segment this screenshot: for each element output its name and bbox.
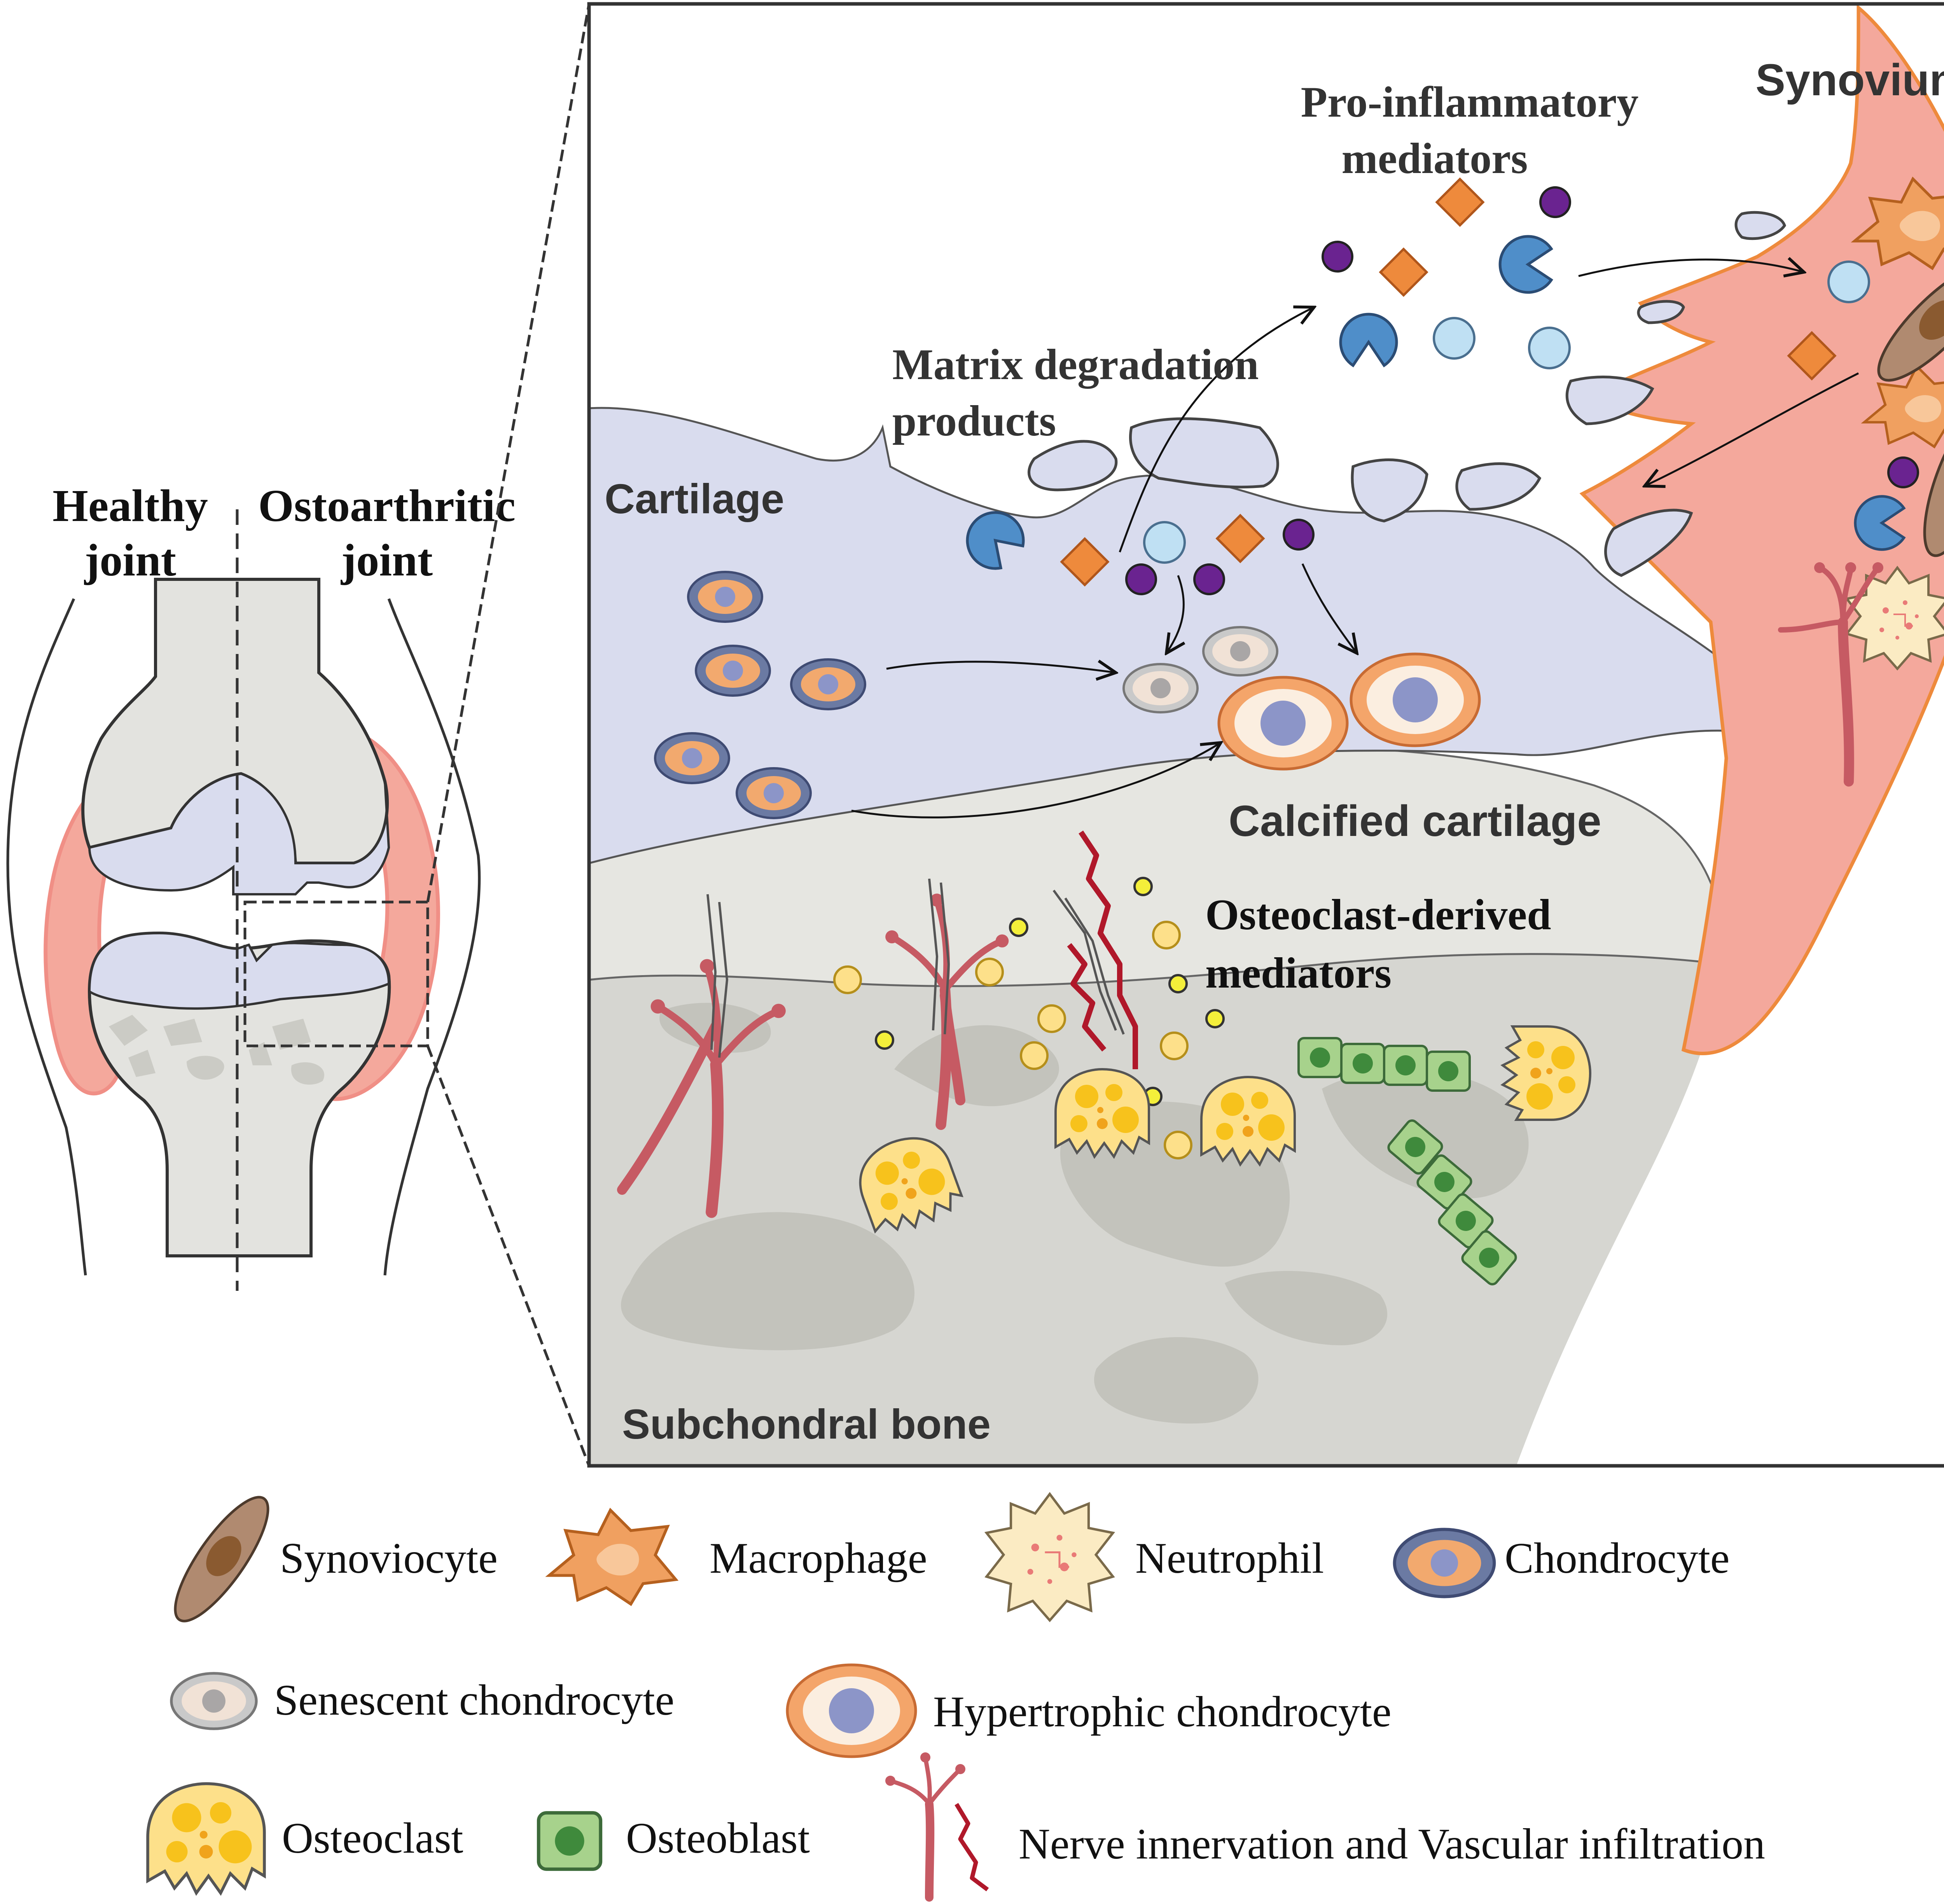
legend-nerve-label: Nerve innervation and Vascular infiltrat…: [1019, 1820, 1765, 1868]
mediator-lightblue-2: [1529, 328, 1570, 368]
bone-vessel-1-trunk: [617, 1021, 720, 1195]
healthy-label-line2: joint: [84, 535, 176, 586]
legend-chondrocyte-icon: [1395, 1530, 1495, 1597]
legend-neutrophil-label: Neutrophil: [1135, 1534, 1324, 1582]
oc-mediator-4: [1021, 1042, 1047, 1069]
synovium-lightblue-mediator: [1829, 262, 1869, 302]
legend-neutrophil-icon: [984, 1492, 1115, 1623]
oc-mediator-5: [1153, 922, 1180, 948]
osteoclast-derived-label-line1: Osteoclast-derived: [1205, 891, 1551, 939]
oc-mediator-6: [1161, 1033, 1187, 1059]
legend-senescent-icon: [171, 1673, 257, 1729]
matrix-degradation-label-line1: Matrix degradation: [892, 341, 1259, 389]
legend-macrophage-label: Macrophage: [710, 1534, 927, 1582]
synovium-vessel: [1778, 562, 1883, 787]
oc-mediator-small-5: [1206, 1010, 1224, 1027]
legend-chondrocyte-label: Chondrocyte: [1505, 1534, 1730, 1582]
senescent-chondrocyte-2: [1203, 627, 1277, 675]
legend-hypertrophic-label: Hypertrophic chondrocyte: [933, 1688, 1392, 1736]
legend-macrophage-icon: [549, 1510, 676, 1604]
pro-inflammatory-label-line2: mediators: [1341, 135, 1528, 183]
matrix-degradation-label-line2: products: [892, 397, 1056, 445]
cartilage-label: Cartilage: [605, 475, 784, 522]
oc-mediator-1: [834, 967, 861, 993]
legend-hypertrophic-icon: [787, 1665, 916, 1757]
chondrocyte-1: [688, 572, 762, 622]
synovium-purple-mediator: [1888, 458, 1918, 487]
subchondral-bone-label: Subchondral bone: [622, 1400, 991, 1448]
chondrocyte-3: [791, 659, 865, 709]
femoral-cartilage: [88, 772, 390, 895]
chondrocyte-5: [737, 768, 811, 818]
oc-mediator-small-4: [1170, 975, 1187, 992]
legend: Synoviocyte Macrophage Neutrophil Chondr…: [148, 1486, 1765, 1902]
zoom-connector-top: [426, 3, 591, 902]
bone-texture: [109, 1015, 324, 1085]
osteoblast-4: [1427, 1052, 1470, 1091]
osteoblast-1: [1299, 1038, 1341, 1077]
zoom-panel: Synovium Pro-inflammatory mediators Matr…: [587, 2, 1944, 1468]
pro-inflammatory-label-line1: Pro-inflammatory: [1301, 78, 1639, 126]
bone-scratches: [706, 878, 1125, 1058]
legend-synoviocyte-label: Synoviocyte: [280, 1534, 498, 1582]
legend-osteoblast-icon: [538, 1813, 601, 1869]
legend-senescent-label: Senescent chondrocyte: [274, 1676, 674, 1724]
calcified-cartilage-label: Calcified cartilage: [1229, 797, 1601, 845]
matrix-fragments: [1028, 211, 1786, 577]
mediator-purple-1: [1540, 187, 1570, 217]
legend-nerve-vessel-icon: [885, 1752, 989, 1902]
oc-mediator-3: [1038, 1005, 1065, 1032]
legend-synoviocyte-icon: [161, 1486, 283, 1633]
cartilage-region: [589, 407, 1790, 864]
mediator-purple-3: [1126, 565, 1156, 594]
mediator-lightblue-3: [1144, 522, 1185, 563]
hypertrophic-chondrocyte-1: [1219, 677, 1347, 769]
mediator-purple-5: [1284, 520, 1313, 549]
zoom-connector-bottom: [426, 1045, 591, 1467]
legend-osteoblast-label: Osteoblast: [626, 1814, 810, 1862]
oc-mediator-7: [1165, 1132, 1191, 1158]
osteoblast-2: [1341, 1044, 1384, 1083]
mediator-purple-2: [1323, 242, 1352, 271]
senescent-chondrocyte-1: [1124, 664, 1198, 712]
oc-mediator-small-1: [1135, 878, 1152, 895]
panel-frame: [587, 2, 1944, 1468]
oc-mediator-2: [976, 959, 1003, 985]
chondrocyte-4: [655, 733, 729, 783]
zoom-box: [243, 900, 429, 1047]
osteoclast-derived-label-line2: mediators: [1205, 949, 1392, 997]
hypertrophic-chondrocyte-2: [1351, 654, 1479, 746]
legend-osteoclast-icon: [148, 1784, 264, 1893]
mediator-purple-4: [1194, 565, 1224, 594]
oa-label-line2: joint: [341, 535, 433, 586]
mediator-lightblue-1: [1434, 318, 1474, 358]
synovium-label: Synovium: [1755, 55, 1944, 105]
chondrocyte-2: [696, 646, 770, 696]
oc-mediator-small-3: [876, 1032, 893, 1049]
knee-joint: Healthy joint Ostoarthritic joint: [6, 480, 516, 1291]
flow-arrows: [851, 260, 1859, 818]
legend-osteoclast-label: Osteoclast: [282, 1814, 463, 1862]
skin-outline-left: [6, 598, 87, 1276]
bone-nerves: [1067, 830, 1138, 1069]
osteoblast-3: [1384, 1046, 1427, 1085]
oc-mediator-small-2: [1010, 919, 1027, 936]
oa-label-line1: Ostoarthritic: [258, 480, 516, 531]
skin-outline-right: [383, 598, 481, 1276]
tibial-cartilage: [88, 932, 390, 1010]
healthy-label-line1: Healthy: [52, 480, 208, 531]
